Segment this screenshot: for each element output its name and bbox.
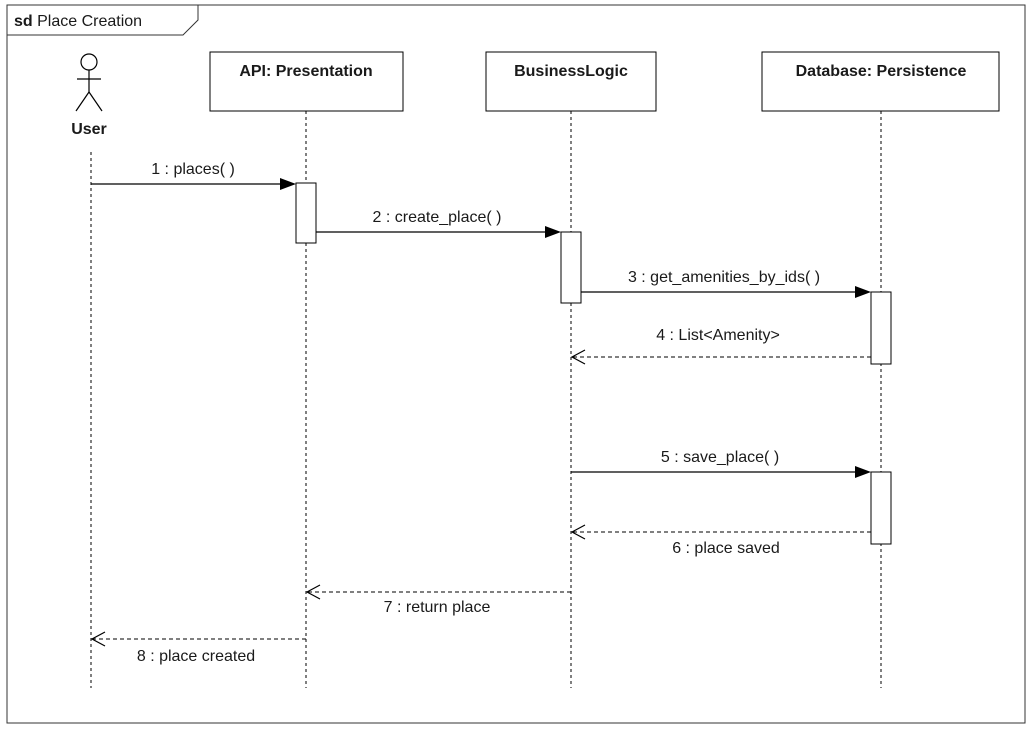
activation-api (295, 182, 317, 244)
message-6-label: 6 : place saved (672, 540, 780, 557)
message-4-label: 4 : List<Amenity> (656, 327, 780, 344)
message-3-label: 3 : get_amenities_by_ids( ) (628, 269, 820, 286)
message-5-label: 5 : save_place( ) (661, 449, 779, 466)
actor-user: User (71, 53, 107, 138)
frame (6, 4, 1026, 724)
message-1-label: 1 : places( ) (151, 161, 235, 178)
message-1-arrowhead (280, 178, 296, 190)
message-2-label: 2 : create_place( ) (373, 209, 502, 226)
message-8-label: 8 : place created (137, 648, 255, 665)
actor-label: User (71, 121, 107, 138)
message-2-arrowhead (545, 226, 561, 238)
message-8-arrowhead (90, 631, 106, 647)
participant-api-label: API: Presentation (239, 63, 372, 80)
message-3-arrowhead (855, 286, 871, 298)
actor-left-leg (75, 91, 90, 112)
participant-business-label: BusinessLogic (514, 63, 628, 80)
frame-tab (7, 5, 199, 36)
message-7-arrowhead (305, 584, 321, 600)
message-7-label: 7 : return place (384, 599, 491, 616)
message-6-arrowhead (570, 524, 586, 540)
message-4-arrowhead (570, 349, 586, 365)
participant-api (209, 51, 404, 112)
message-5-arrowhead (855, 466, 871, 478)
participant-database (761, 51, 1000, 112)
actor-right-leg (88, 91, 103, 112)
activation-business (560, 231, 582, 304)
activation-database-2 (870, 471, 892, 545)
participant-database-label: Database: Persistence (796, 63, 967, 80)
participant-business (485, 51, 657, 112)
activation-database-1 (870, 291, 892, 365)
frame-title: sd Place Creation (14, 13, 142, 30)
